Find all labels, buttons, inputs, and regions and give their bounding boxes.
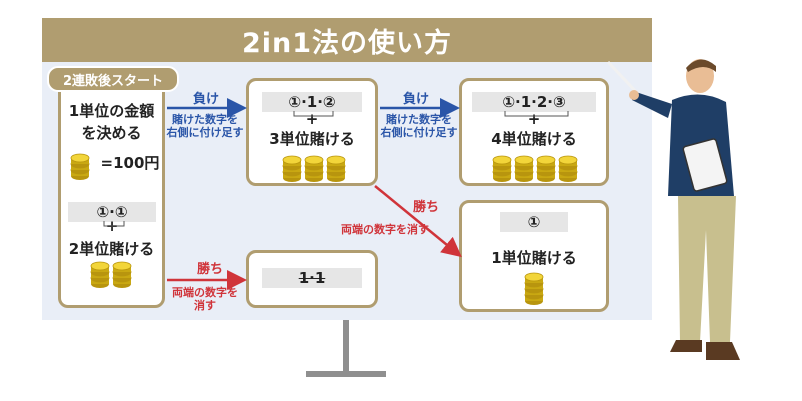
board-stand-base [306,371,386,377]
step3-plus: + [527,110,541,128]
step5-seq: 1·1 [298,269,326,287]
seq-bg [472,92,596,112]
coin-stack [492,155,512,183]
arrow3 [374,185,462,258]
coin-stack [326,155,346,183]
coin-stack [514,155,534,183]
arrow3-label: 勝ち [413,200,440,215]
arrow2-label: 負け [403,92,430,107]
unit-amount: =100円 [100,154,160,172]
step4-bet: 1単位賭ける [491,249,577,267]
arrow4-note2: 消す [194,299,216,312]
seq-bg [262,92,362,112]
coin-stack [304,155,324,183]
start-label: 2連敗後スタート [47,66,179,92]
arrow4-label: 勝ち [197,262,224,277]
coin-stack [536,155,556,183]
step-box-start [58,78,165,308]
coin-stack [112,261,132,289]
step3-bet: 4単位賭ける [491,130,577,148]
seq-bg [68,202,156,222]
coin-stack [90,261,110,289]
arrow4-note1: 両端の数字を [172,286,238,299]
arrow1-label: 負け [193,92,220,107]
arrow2-note1: 賭けた数字を [386,113,452,126]
step1-bet: 2単位賭ける [68,240,155,258]
step2-bet: 3単位賭ける [269,130,355,148]
presenter-figure [606,59,740,360]
coin-stack [524,272,544,306]
title-bar: 2in1法の使い方 [42,18,652,62]
step4-seq: ① [527,213,541,231]
step1-line1: 1単位の金額 [68,102,155,120]
step3-seq: ①·1·2·③ [502,93,566,111]
coin-stack [70,153,90,181]
seq-bg [500,212,568,232]
board-stand [343,320,349,372]
seq-bracket [103,221,125,227]
step2-plus: + [305,110,319,128]
coin-stack [558,155,578,183]
arrow3-note: 両端の数字を消す [341,223,429,236]
arrow1-note1: 賭けた数字を [172,113,238,126]
step1-seq: ①·① [96,203,128,221]
step2-seq: ①·1·② [288,93,336,111]
coin-stack [282,155,302,183]
arrow1-note2: 右側に付け足す [166,126,244,139]
seq-bracket [293,111,334,117]
seq-bracket [504,111,569,117]
step1-line2: を決める [81,124,142,142]
arrow2-note2: 右側に付け足す [380,126,458,139]
seq-bg [262,268,362,288]
